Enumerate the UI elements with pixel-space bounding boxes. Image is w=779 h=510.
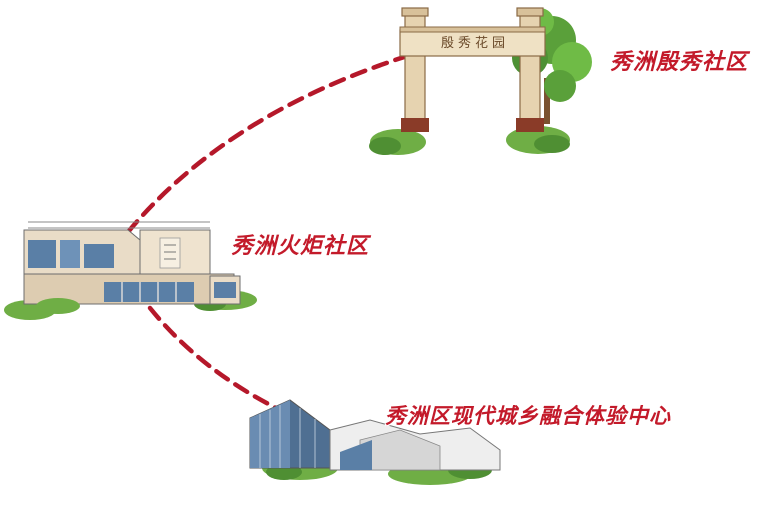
location-label-huoju: 秀洲火炬社区 [231,234,370,259]
location-label-yinxiu: 秀洲殷秀社区 [610,50,749,75]
gate-sign: 殷秀花园 [440,36,509,51]
experience-center-icon [249,399,501,485]
route-line-lower [147,305,283,413]
garden-gate-icon [369,7,592,155]
community-building-icon [4,221,257,320]
location-label-experience-center: 秀洲区现代城乡融合体验中心 [385,404,671,428]
route-line-upper [125,49,423,235]
